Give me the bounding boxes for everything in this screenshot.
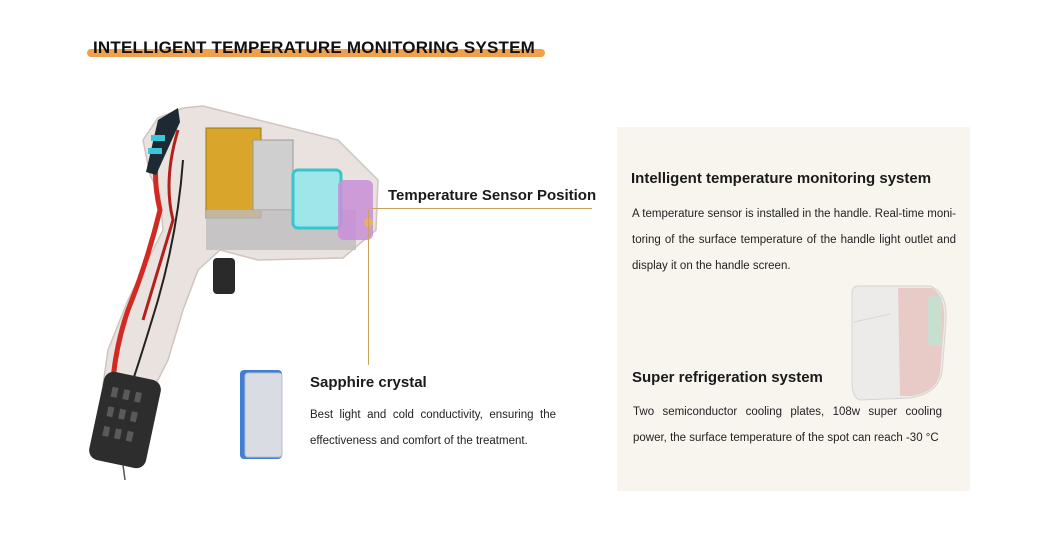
title-highlight-bar <box>87 49 545 57</box>
sensor-callout-vertical-line <box>368 210 369 365</box>
sensor-callout-line <box>372 208 592 209</box>
refrigeration-title: Super refrigeration system <box>632 369 823 386</box>
sensor-position-label: Temperature Sensor Position <box>388 187 597 204</box>
sapphire-title: Sapphire crystal <box>310 374 427 391</box>
refrigeration-description: Two semiconductor cooling plates, 108w s… <box>633 406 942 444</box>
sapphire-crystal-image <box>240 370 283 459</box>
cooling-head-image <box>851 285 947 401</box>
monitoring-title: Intelligent temperature monitoring syste… <box>631 170 932 187</box>
page-title: INTELLIGENT TEMPERATURE MONITORING SYSTE… <box>93 38 536 57</box>
monitoring-description: A temperature sensor is installed in the… <box>632 208 956 272</box>
sapphire-description: Best light and cold conductivity, ensuri… <box>310 409 556 447</box>
handpiece-device-image <box>89 105 379 481</box>
